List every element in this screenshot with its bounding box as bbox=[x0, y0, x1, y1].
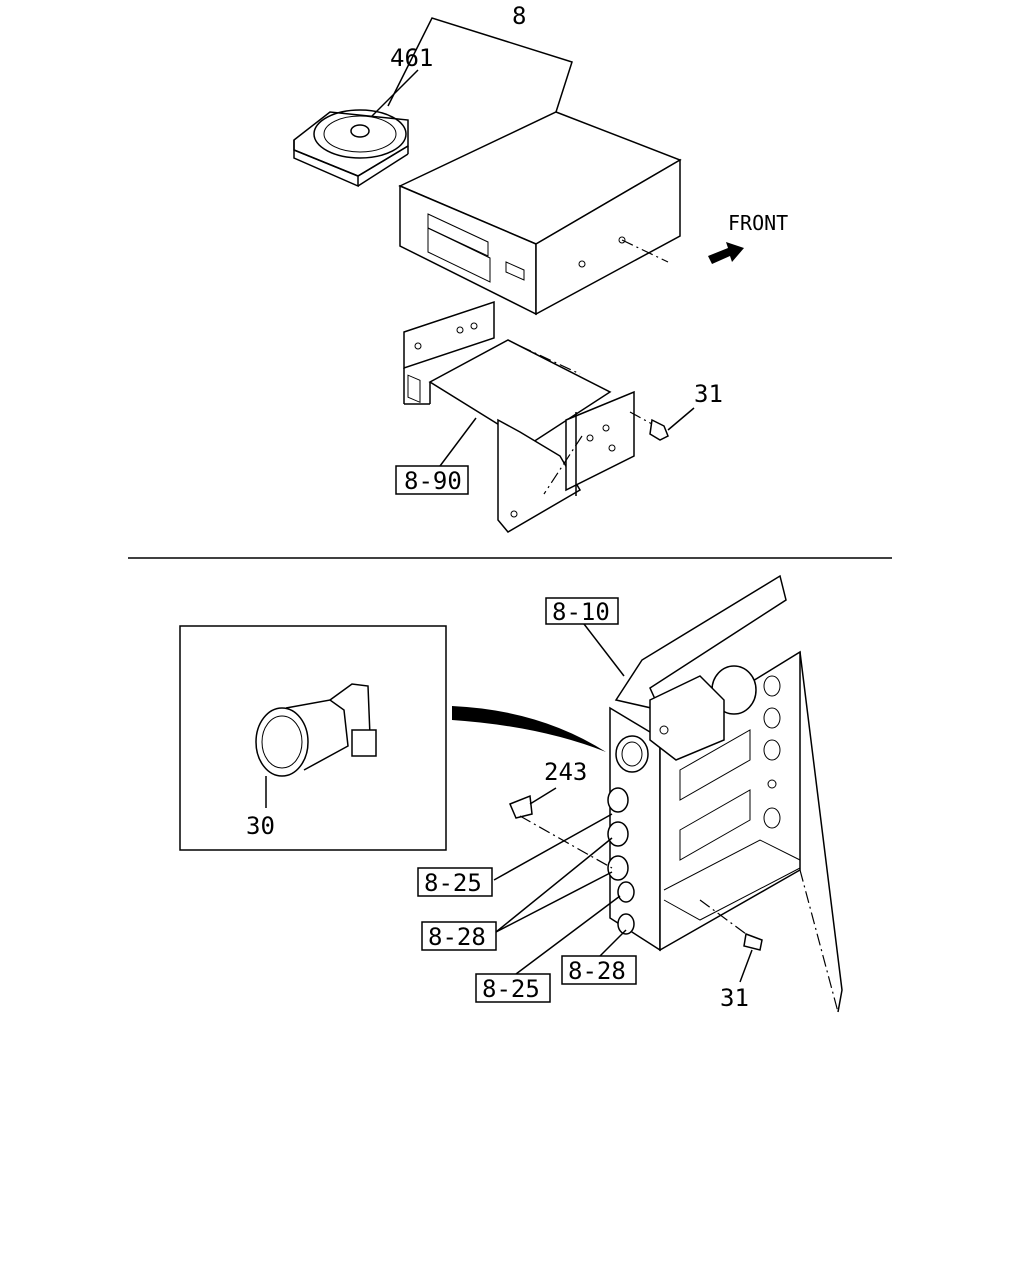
bracket-label-box bbox=[395, 465, 469, 495]
mounting-bracket bbox=[403, 300, 635, 533]
label-panel: 8-10 bbox=[552, 598, 610, 626]
label-clip: 243 bbox=[544, 758, 587, 786]
lamp-b-label-box bbox=[475, 973, 551, 1003]
screw-bottom bbox=[699, 899, 763, 983]
socket-b-label-box bbox=[561, 955, 637, 985]
lamp-b-leader bbox=[515, 895, 621, 975]
lamp-a-label-box bbox=[417, 867, 493, 897]
label-switch: 30 bbox=[246, 812, 275, 840]
top-assembly bbox=[293, 17, 744, 533]
front-arrow-icon bbox=[708, 242, 744, 264]
socket-a-label-box bbox=[421, 921, 497, 951]
bracket-leader bbox=[439, 417, 477, 467]
indicator-lamps bbox=[607, 787, 635, 935]
align-line-3 bbox=[543, 435, 583, 495]
main-unit bbox=[398, 111, 682, 403]
screw-top bbox=[649, 407, 695, 441]
label-assembly: 8 bbox=[512, 2, 526, 30]
socket-a-leader-1 bbox=[495, 837, 613, 933]
align-line-2 bbox=[519, 345, 581, 375]
panel-leader bbox=[583, 623, 625, 677]
align-line-1 bbox=[621, 239, 669, 263]
label-lamp-a: 8-25 bbox=[424, 869, 482, 897]
label-socket-a: 8-28 bbox=[428, 923, 486, 951]
align-line-4 bbox=[629, 411, 653, 425]
label-bracket: 8-90 bbox=[404, 467, 462, 495]
panel-label-box bbox=[545, 597, 619, 625]
front-indicator bbox=[708, 242, 744, 264]
panel-housing bbox=[609, 574, 843, 1013]
label-lamp-b: 8-25 bbox=[482, 975, 540, 1003]
socket-b-leader bbox=[597, 929, 627, 959]
label-screw-bottom: 31 bbox=[720, 984, 749, 1012]
socket-a-leader-2 bbox=[495, 871, 613, 933]
bottom-assembly bbox=[179, 574, 843, 1013]
clip bbox=[509, 787, 613, 869]
label-disc-tray: 461 bbox=[390, 44, 433, 72]
detail-inset bbox=[179, 625, 447, 851]
assembly-leader bbox=[387, 17, 573, 113]
ignition-switch bbox=[255, 683, 377, 808]
lamp-a-leader bbox=[493, 813, 613, 881]
disc-tray bbox=[293, 109, 409, 188]
inset-pointer bbox=[452, 706, 606, 752]
label-front: FRONT bbox=[728, 211, 788, 235]
label-screw-top: 31 bbox=[694, 380, 723, 408]
label-socket-b: 8-28 bbox=[568, 957, 626, 985]
